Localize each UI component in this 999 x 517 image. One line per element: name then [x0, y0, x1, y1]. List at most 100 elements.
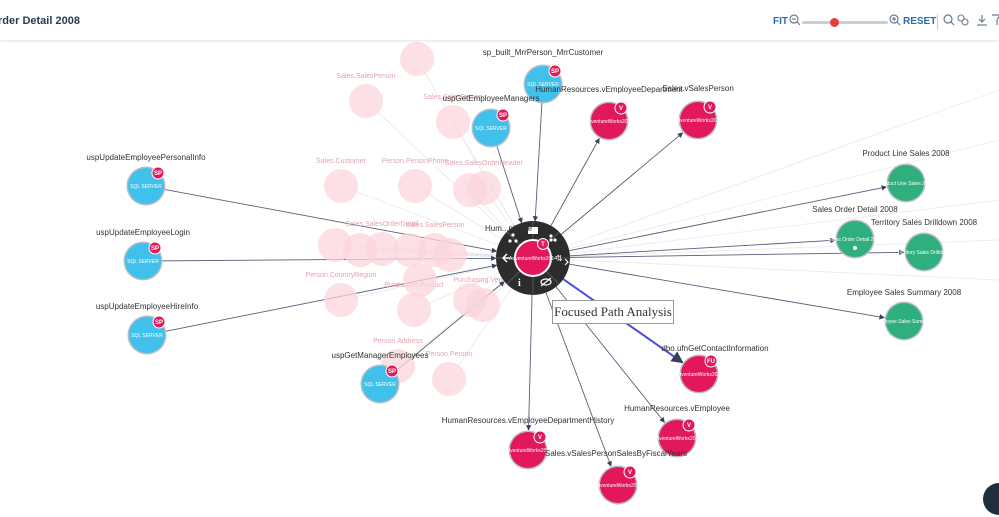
node-type-badge — [614, 101, 628, 115]
fit-button[interactable]: FIT — [773, 16, 788, 27]
center-node[interactable]: ⇅ i AdventureWorks2014 T Hum...ployee — [485, 221, 570, 295]
node-label: Sales.vSalesPerson — [662, 84, 734, 93]
zoom-out-icon[interactable] — [789, 14, 801, 26]
ghost-node: Person.Person — [426, 351, 472, 396]
node-type-badge-text: SP — [155, 320, 163, 326]
edge[interactable] — [525, 294, 533, 431]
tree-icon[interactable] — [549, 234, 557, 242]
node-type-badge-text: V — [628, 470, 632, 476]
ghost-node-label: Purchasing.Vendor — [453, 277, 513, 284]
left-arrow-icon[interactable] — [501, 253, 510, 263]
lineage-node[interactable]: SQL SERVERSPsp_built_MrrPerson_MrrCustom… — [483, 48, 604, 104]
node-type-badge — [548, 64, 562, 78]
node-type-badge-text: SP — [499, 113, 507, 119]
ghost-node-circle — [453, 173, 487, 207]
ghost-node-label: Sales.SalesPerson — [423, 94, 482, 101]
right-arrow-icon[interactable] — [564, 258, 569, 266]
lineage-node[interactable]: SQL SERVERSPuspUpdateEmployeePersonalInf… — [86, 153, 206, 206]
node-inner-label: SQL SERVER — [364, 382, 396, 388]
lineage-node[interactable]: AdventureWorks2014VHumanResources.vEmplo… — [624, 404, 730, 458]
hierarchy-icon[interactable] — [508, 233, 518, 243]
ghost-edge — [532, 199, 999, 259]
ghost-node — [453, 173, 487, 207]
toolbar-divider — [937, 14, 938, 30]
ghost-node-circle — [397, 293, 431, 327]
node-label: Sales Order Detail 2008 — [812, 205, 898, 214]
edge[interactable] — [550, 138, 600, 226]
node-type-badge — [682, 418, 696, 432]
lineage-node[interactable]: AdventureWorks2014FUdbo.ufnGetContactInf… — [661, 344, 769, 394]
ghost-node-circle — [349, 84, 383, 118]
lineage-icon[interactable] — [957, 14, 969, 26]
focused-path-analysis-tooltip: Focused Path Analysis — [552, 300, 674, 324]
ghost-node — [393, 233, 427, 267]
node-circle[interactable] — [886, 303, 922, 339]
download-icon[interactable] — [976, 14, 988, 26]
page-title: rder Detail 2008 — [0, 15, 80, 27]
ghost-node-circle — [403, 263, 437, 297]
zoom-slider[interactable] — [802, 21, 888, 24]
ghost-node — [400, 42, 434, 76]
node-type-badge — [703, 100, 717, 114]
node-type-badge — [151, 166, 165, 180]
lineage-node[interactable]: AdventureWorks2014VHumanResources.vEmplo… — [535, 85, 684, 141]
node-label: HumanResources.vEmployeeDepartmentHistor… — [442, 416, 615, 425]
ghost-edge — [532, 257, 999, 281]
ghost-edge — [532, 139, 999, 259]
zoom-in-icon[interactable] — [889, 14, 901, 26]
ghost-node — [433, 238, 467, 272]
hide-icon[interactable] — [540, 277, 552, 287]
top-toolbar: rder Detail 2008 FIT RESET — [0, 0, 999, 40]
edge[interactable] — [569, 185, 887, 252]
info-icon[interactable]: i — [518, 278, 521, 289]
zoom-slider-thumb[interactable] — [830, 18, 840, 27]
node-type-badge — [623, 465, 637, 479]
node-circle[interactable] — [906, 234, 942, 270]
edge[interactable] — [561, 132, 684, 235]
ghost-node-circle — [432, 362, 466, 396]
ghost-node-label: Person.PersonPhone — [382, 158, 449, 165]
node-type-badge — [152, 315, 166, 329]
node-inner-label: Product Line Sales 2008 — [879, 181, 934, 187]
node-type-badge-text: V — [687, 423, 691, 429]
center-node-badge — [537, 238, 549, 250]
node-circle[interactable] — [888, 165, 924, 201]
filter-icon[interactable] — [992, 14, 999, 26]
node-inner-label: AdventureWorks2014 — [504, 448, 552, 454]
ghost-node: Sales.SalesPerson — [423, 94, 483, 139]
help-icon[interactable] — [983, 483, 999, 515]
node-type-badge — [385, 364, 399, 378]
ghost-node-circle — [433, 238, 467, 272]
ghost-node-label: Sales.SalesPerson — [405, 222, 464, 229]
node-circle[interactable] — [837, 221, 873, 257]
pin-icon — [853, 246, 857, 250]
node-type-badge — [148, 241, 162, 255]
lineage-graph[interactable]: Sales.SalesPersonSales.SalesPersonSales.… — [0, 40, 999, 517]
ghost-node-circle — [398, 169, 432, 203]
lineage-node[interactable]: AdventureWorks2014VSales.vSalesPersonSal… — [545, 449, 687, 505]
node-inner-label: SQL SERVER — [527, 82, 559, 88]
sort-icon[interactable]: ⇅ — [556, 254, 563, 263]
ghost-node: Sales.SalesPerson — [336, 73, 396, 118]
node-type-badge-text: V — [708, 105, 712, 111]
table-icon[interactable] — [528, 227, 538, 234]
reset-button[interactable]: RESET — [903, 16, 937, 27]
edge[interactable] — [569, 237, 836, 257]
ghost-node-circle — [453, 283, 487, 317]
node-type-badge — [496, 108, 510, 122]
lineage-node[interactable]: AdventureWorks2014VHumanResources.vEmplo… — [442, 416, 615, 470]
node-label: HumanResources.vEmployeeDepartment — [535, 85, 683, 94]
edge[interactable] — [569, 263, 885, 320]
node-type-badge-text: SP — [154, 171, 162, 177]
search-icon[interactable] — [943, 14, 955, 26]
ghost-node-label: Sales.SalesPerson — [336, 73, 395, 80]
